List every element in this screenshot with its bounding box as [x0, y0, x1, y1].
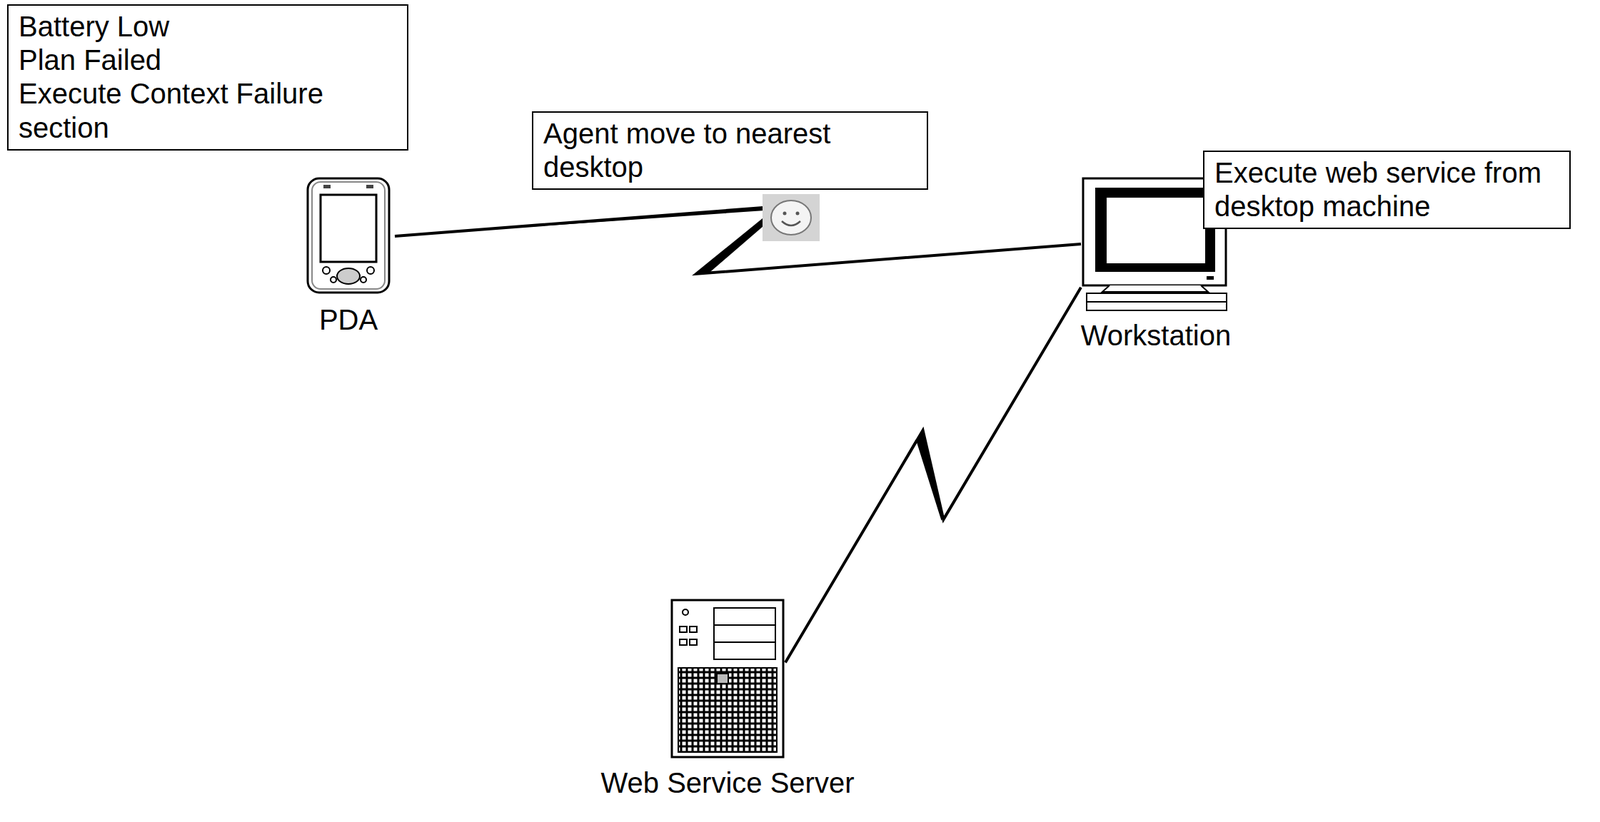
- device-node: PDA: [298, 176, 399, 337]
- note-box: Agent move to nearest desktop: [531, 111, 929, 190]
- device-label: Web Service Server: [601, 766, 855, 801]
- note-text: Plan Failed: [18, 43, 397, 78]
- pda-icon: [302, 176, 395, 297]
- note-text: Execute web service from desktop machine: [1214, 156, 1560, 224]
- device-label: Workstation: [1080, 319, 1231, 353]
- note-text: Execute Context Failure section: [18, 77, 397, 145]
- wireless-link: [394, 206, 1081, 275]
- srv-icon: [669, 598, 786, 760]
- wireless-link: [785, 287, 1081, 664]
- note-text: Battery Low: [18, 9, 397, 44]
- link-bolt: [785, 287, 1081, 664]
- link-line: [394, 206, 1081, 275]
- link-bolt: [394, 206, 1081, 275]
- note-box: Execute web service from desktop machine: [1203, 150, 1571, 230]
- agent-smiley: [762, 194, 820, 242]
- note-text: Agent move to nearest desktop: [543, 117, 917, 185]
- note-box: Battery LowPlan FailedExecute Context Fa…: [7, 4, 409, 151]
- device-label: PDA: [319, 303, 378, 337]
- device-node: Web Service Server: [599, 598, 857, 801]
- link-line: [785, 287, 1081, 664]
